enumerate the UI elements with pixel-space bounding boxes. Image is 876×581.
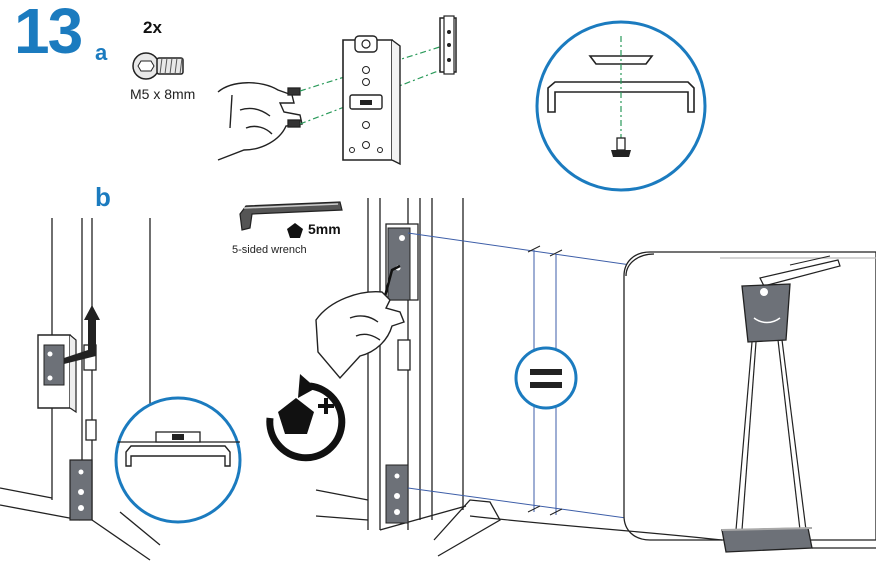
mounting-bracket [37, 305, 100, 414]
equal-icon [514, 346, 578, 410]
hand-icon [217, 82, 303, 161]
detail-circle-a [535, 20, 707, 192]
part-quantity: 2x [143, 18, 162, 37]
rotate-tighten-pentagon-icon [266, 374, 346, 462]
screw-icon [132, 52, 184, 80]
alignment-line [299, 44, 447, 125]
step-number: 13 [14, 0, 83, 67]
mounting-bracket [342, 35, 401, 166]
back-plate [439, 15, 457, 75]
lower-bracket [385, 464, 409, 524]
mounting-bracket [382, 223, 419, 301]
wrench-size: 5mm [308, 221, 341, 237]
hand-icon [315, 291, 405, 380]
monitor-panel [623, 251, 876, 541]
detail-circle-b [114, 396, 242, 524]
screw-size: M5 x 8mm [130, 86, 196, 102]
floor-line [469, 515, 876, 549]
lower-bracket [69, 459, 93, 521]
pentagon-icon [287, 223, 303, 238]
step-sub-label-a: a [95, 40, 108, 65]
hex-wrench-icon [239, 201, 343, 231]
step-sub-label-b: b [95, 182, 111, 212]
mounting-bracket [741, 255, 841, 343]
wrench-name: 5-sided wrench [232, 244, 307, 256]
hanging-wire [735, 339, 807, 531]
screw-icon [287, 87, 301, 128]
lower-bracket [721, 527, 813, 553]
